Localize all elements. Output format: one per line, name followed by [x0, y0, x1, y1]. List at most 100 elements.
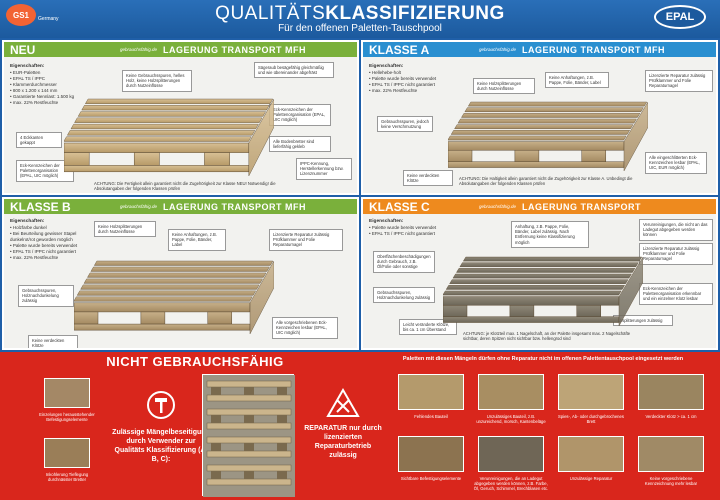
pallet-board	[454, 124, 634, 129]
panel-a-head: KLASSE A gebrauchsfähig.de LAGERUNG TRAN…	[363, 42, 716, 57]
callout: Keine verdeckten Klötze	[403, 170, 453, 187]
pallet-bottom-board	[74, 323, 251, 331]
defect-label: Fehlendes Bauteil	[414, 414, 448, 419]
panel-neu: NEU gebrauchsfähig.de LAGERUNG TRANSPORT…	[2, 40, 359, 195]
pallet-board	[76, 290, 257, 296]
pallet-board	[462, 256, 643, 262]
warning-triangle-icon	[326, 388, 360, 417]
pallet-block	[207, 311, 233, 325]
pallet-stack-photo	[202, 374, 295, 497]
not-usable-info: Paletten mit diesen Mängeln dürfen ohne …	[402, 356, 684, 362]
pallet-board	[83, 278, 263, 284]
title-thin: QUALITÄTS	[215, 3, 326, 24]
defect-photo	[398, 374, 464, 410]
pallet-board	[461, 113, 641, 118]
panel-neu-site: gebrauchsfähig.de	[120, 47, 158, 52]
props-line: • Garantierte Nennlast: 1.500 kg	[10, 94, 75, 99]
defect-photo	[398, 436, 464, 472]
epal-logo: EPAL	[654, 5, 706, 29]
panel-b-props: Eigenschaften: • Holzfarbe dunkel • Bei …	[10, 219, 88, 261]
pallet-side	[623, 101, 648, 172]
pallet-board	[459, 262, 639, 268]
callout: Alle vorgeschriebenen Eck-Kennzeichen le…	[272, 317, 338, 339]
callout: Alle eingeschlitterten Eck-Kennzeichen l…	[645, 152, 707, 174]
panel-neu-tag: LAGERUNG TRANSPORT MFH	[163, 44, 307, 55]
not-usable-title: NICHT GEBRAUCHSFÄHIG	[106, 354, 284, 369]
panel-a-name: KLASSE A	[369, 42, 430, 57]
pallet-board	[449, 279, 629, 284]
pallet-front-board	[64, 142, 250, 153]
callout: Eck-Kennzeichen der Palettenorganisation…	[16, 160, 74, 182]
pallet-block	[204, 152, 230, 166]
header: GS1 Germany QUALITÄTSKLASSIFIZIERUNG Für…	[0, 0, 720, 38]
callout: Anhaftung, z.B. Pappe, Folie, Bänder, La…	[511, 221, 589, 248]
pallet-image	[443, 256, 643, 327]
pallet-board	[66, 130, 256, 136]
warning-note: ACHTUNG: Die Fertigkeit allein garantier…	[94, 181, 276, 192]
props-line: • EPAL TS / IPPC nicht garantiert	[369, 82, 436, 87]
defect-photo	[558, 436, 624, 472]
pallet-board	[90, 266, 270, 272]
pallet-board	[456, 268, 636, 273]
not-usable-section: NICHT GEBRAUCHSFÄHIG Paletten mit diesen…	[0, 352, 720, 500]
props-line: • max. 22% Restfeuchte	[10, 255, 59, 260]
pallet-bottom-board	[448, 161, 625, 168]
defect-photo	[558, 374, 624, 410]
pallet-front-board	[448, 141, 625, 151]
defect-photo	[638, 436, 704, 472]
panel-c-props: Eigenschaften: • Palette wurde bereits v…	[369, 219, 449, 237]
panel-klasse-a: KLASSE A gebrauchsfähig.de LAGERUNG TRAN…	[361, 40, 718, 195]
defect-photo	[478, 436, 544, 472]
title-bold: KLASSIFIZIERUNG	[325, 3, 505, 24]
defect-label: Unzulässiges Bauteil, z.B. unzureichend,…	[476, 414, 546, 424]
panel-b-tag: LAGERUNG TRANSPORT MFH	[163, 201, 307, 212]
props-line: • Holzfarbe dunkel	[10, 225, 47, 230]
warning-note: ACHTUNG: je Klotzteil max. 1 Nagelschaft…	[463, 331, 631, 342]
props-line: • Hellehebe-holt	[369, 70, 401, 75]
pallet-board	[452, 273, 632, 279]
pallet-block	[448, 149, 473, 163]
defect-label: Keine vorgeschriebene Kennzeichnung mehr…	[644, 476, 698, 486]
panel-b-name: KLASSE B	[10, 199, 71, 214]
panel-neu-head: NEU gebrauchsfähig.de LAGERUNG TRANSPORT…	[4, 42, 357, 57]
callout: Eck-Kennzeichen der Palettenorganisation…	[269, 104, 331, 126]
props-line: • Palette wurde bereits verwendet	[10, 243, 78, 248]
props-line: • EUR-Paletten	[10, 70, 41, 75]
pallet-board	[81, 105, 270, 111]
gs1-country: Germany	[38, 16, 59, 22]
pallet-bottom-board	[443, 316, 620, 323]
pallet-block	[443, 304, 468, 318]
panel-b-head: KLASSE B gebrauchsfähig.de LAGERUNG TRAN…	[4, 199, 357, 214]
panel-b-site: gebrauchsfähig.de	[120, 204, 158, 209]
pallet-block	[581, 149, 607, 163]
props-line: • 800 x 1.200 x 144 mm	[10, 88, 58, 93]
panel-a-tag: LAGERUNG TRANSPORT MFH	[522, 44, 666, 55]
pallet-image	[448, 101, 648, 172]
pallet-side	[249, 260, 274, 335]
gs1-logo: GS1	[6, 4, 36, 26]
page-subtitle: Für den offenen Paletten-Tauschpool	[278, 23, 442, 34]
props-line: • EPAL TS / IPPC nicht garantiert	[10, 249, 77, 254]
pallet-image	[74, 260, 274, 335]
callout: Keine Holzsplitterungen durch Nutzeinflü…	[473, 78, 535, 95]
props-title: Eigenschaften:	[10, 219, 45, 224]
pallet-board	[87, 272, 267, 278]
page-title: QUALITÄTSKLASSIFIZIERUNG	[0, 3, 720, 25]
pallet-board	[450, 130, 631, 135]
pallet-board	[445, 285, 626, 290]
callout: Sägeraub besägefähig gleichmäßig und wie…	[254, 62, 334, 79]
props-line: • max. 22% Restfeuchte	[10, 100, 59, 105]
hammer-icon	[147, 391, 175, 419]
pallet-side	[618, 256, 643, 327]
callout: Keine Anhaftungen, z.B. Pappe, Folie, Bä…	[545, 72, 609, 89]
defect-label: Sichtbare Befestigungselemente	[400, 476, 462, 481]
pallet-block	[509, 304, 535, 318]
callout: Leicht veränderte Klötze, bis ca. 1 cm Ü…	[399, 319, 457, 336]
thumb-photo	[44, 438, 90, 468]
pallet-block	[133, 152, 160, 166]
callout: Lizenzierte Reparatur zulässig Prüfklamm…	[269, 229, 343, 251]
defect-label: Unzulässige Reparatur	[569, 476, 613, 481]
props-line: • Palette wurde bereits verwendet	[369, 76, 437, 81]
props-line: • max. 22% Restfeuchte	[369, 88, 418, 93]
props-line: • EPAL TS / IPPC nicht garantiert	[369, 231, 436, 236]
